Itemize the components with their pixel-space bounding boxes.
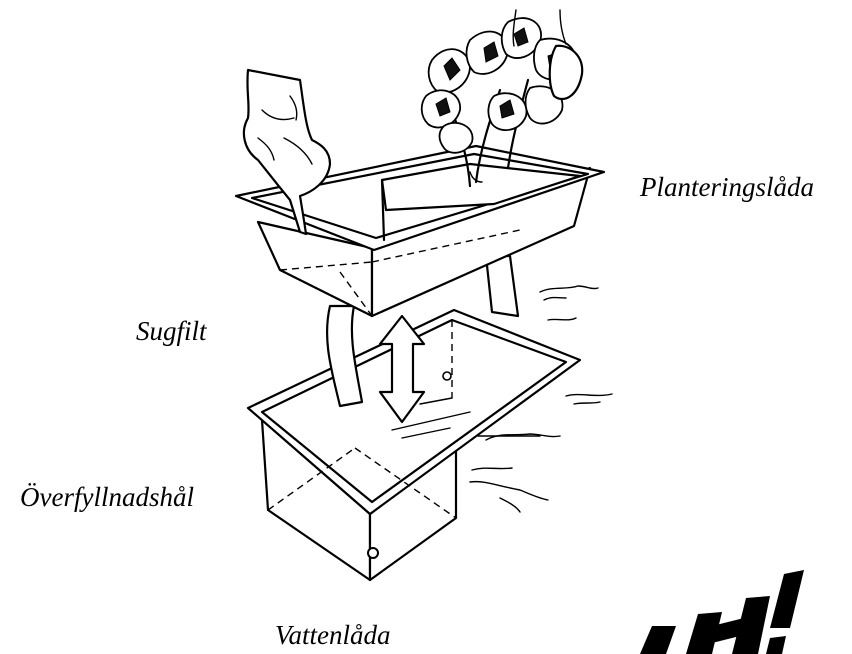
water-box-label: Vattenlåda bbox=[275, 622, 391, 649]
overflow-hole-label: Överfyllnadshål bbox=[20, 484, 194, 511]
overflow-hole-icon bbox=[368, 548, 378, 558]
wick-label: Sugfilt bbox=[136, 318, 207, 345]
stamp-graphic bbox=[640, 570, 804, 654]
planter-box-label: Planteringslåda bbox=[640, 174, 814, 201]
